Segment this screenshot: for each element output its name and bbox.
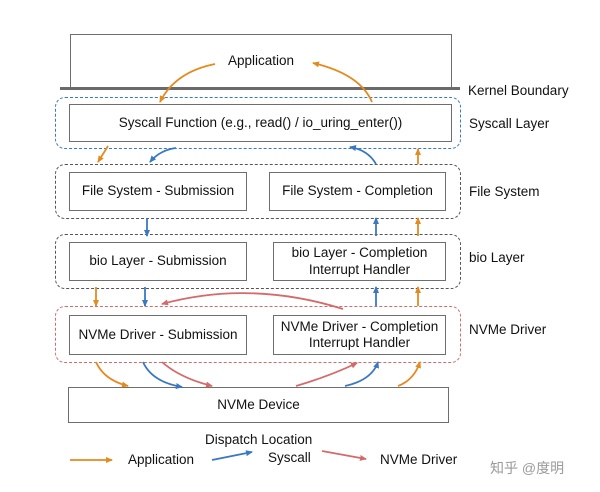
arrow-device-to-nvme-blue [344,361,379,387]
nvme-device-label: NVMe Device [217,396,300,412]
arrow-syscall-to-fs-orange [97,145,109,163]
file-system-group [55,164,461,219]
bio-completion-label-1: bio Layer - Completion [291,245,428,261]
arrow-syscall-to-app [312,61,373,103]
nvme-submission-box: NVMe Driver - Submission [69,315,247,355]
fs-submission-label: File System - Submission [81,183,235,199]
nvme-driver-label: NVMe Driver [469,322,547,337]
legend-syscall-label: Syscall [268,450,311,465]
nvme-device-box: NVMe Device [68,387,449,423]
fs-submission-box: File System - Submission [69,172,247,211]
application-label: Application [227,52,295,68]
nvme-completion-label-1: NVMe Driver - Completion [280,318,439,334]
legend-application-label: Application [128,452,195,467]
arrow-nvme-sub-to-device-red [161,361,213,388]
kernel-boundary-label: Kernel Boundary [468,83,569,98]
fs-completion-label: File System - Completion [282,183,433,199]
arrow-nvme-sub-to-device-blue [142,361,183,389]
bio-layer-group [55,234,461,289]
bio-submission-box: bio Layer - Submission [69,242,247,281]
syscall-function-label: Syscall Function (e.g., read() / io_urin… [118,114,403,130]
arrow-fs-to-syscall-blue [349,145,377,165]
bio-submission-label: bio Layer - Submission [89,253,227,269]
legend-title: Dispatch Location [205,432,313,447]
legend-arrow-nvme-driver [321,450,367,461]
arrow-app-to-syscall [159,63,216,103]
arrow-device-to-nvme-orange [397,361,421,387]
application-box: Application [70,34,452,88]
syscall-function-box: Syscall Function (e.g., read() / io_urin… [69,104,452,142]
nvme-submission-label: NVMe Driver - Submission [78,326,238,342]
syscall-layer-group [55,97,461,149]
file-system-label: File System [469,184,540,199]
syscall-layer-label: Syscall Layer [469,116,550,131]
kernel-boundary-line [60,87,460,90]
bio-completion-label-2: Interrupt Handler [308,261,411,277]
arrow-nvme-sub-to-device-orange [95,361,129,388]
arrow-syscall-to-fs-blue [149,147,177,163]
nvme-completion-label-2: Interrupt Handler [308,335,411,350]
arrow-device-to-nvme-red [295,362,358,387]
bio-layer-label: bio Layer [469,250,525,265]
arrow-nvme-completion-to-submission-red [161,292,344,310]
nvme-completion-box: NVMe Driver - Completion Interrupt Handl… [273,315,446,355]
legend-nvme-driver-label: NVMe Driver [380,452,458,467]
legend-arrow-syscall [211,450,253,461]
bio-completion-box: bio Layer - Completion Interrupt Handler [273,242,446,281]
fs-completion-box: File System - Completion [269,172,446,211]
nvme-driver-group [55,306,461,363]
watermark: 知乎 @度明 [490,460,565,476]
